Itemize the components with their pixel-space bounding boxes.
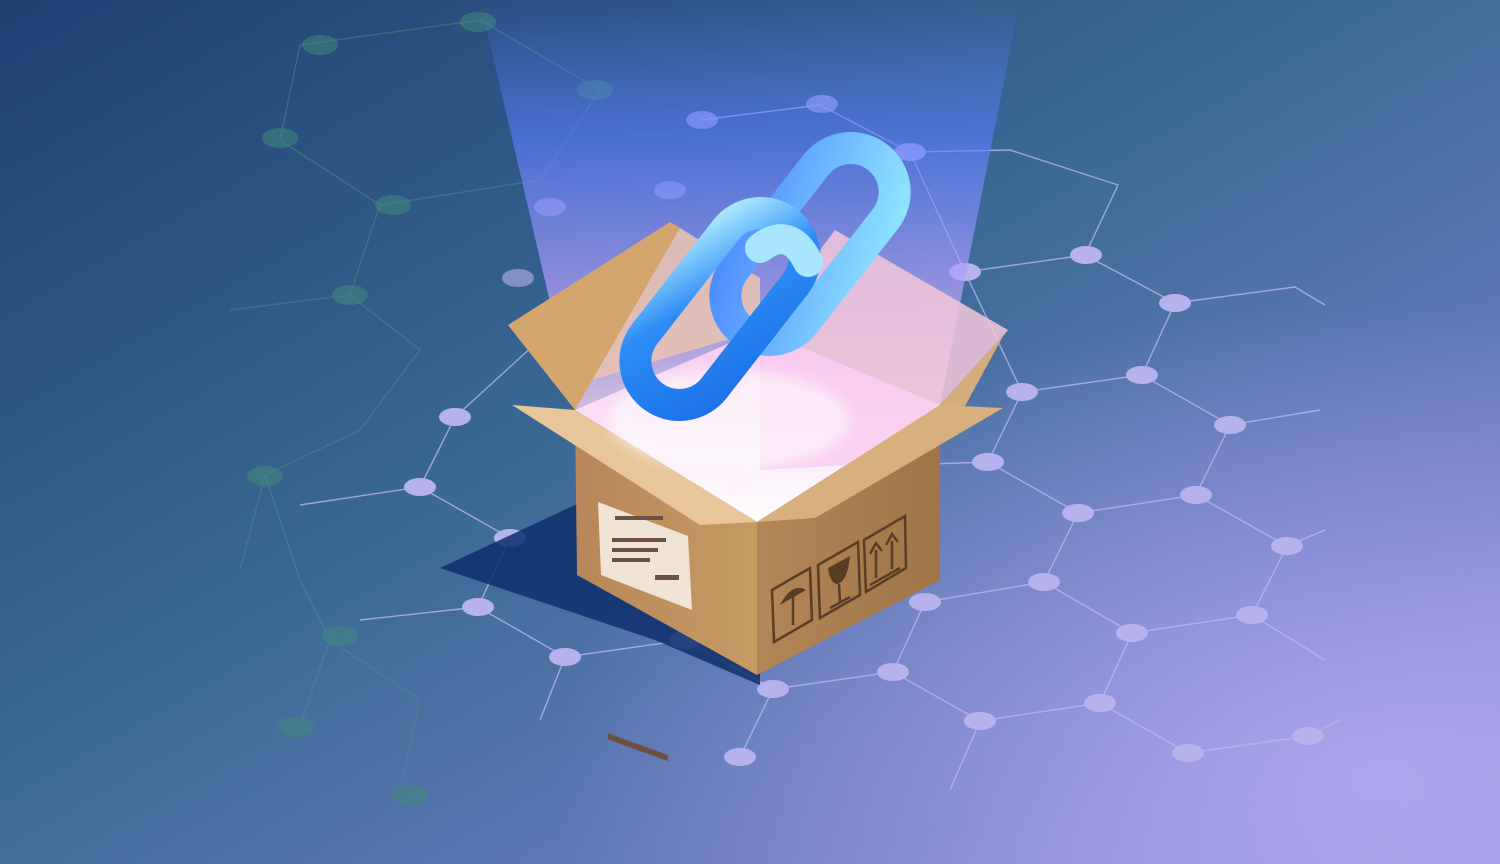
fragile-glass-icon [816,539,862,621]
chain-link-icon [619,131,911,422]
box-back-flap-right [760,230,1008,405]
this-way-up-arrows-icon [862,513,908,595]
box-flap-left-outer [508,222,680,410]
box-flap-front-right [757,405,1003,522]
box-flap-front-left [512,405,757,525]
handling-symbols [770,513,908,645]
box-flap-right-outer [940,330,1008,430]
box-right-face [757,415,940,675]
shipping-label [598,502,692,762]
umbrella-icon [770,565,814,645]
